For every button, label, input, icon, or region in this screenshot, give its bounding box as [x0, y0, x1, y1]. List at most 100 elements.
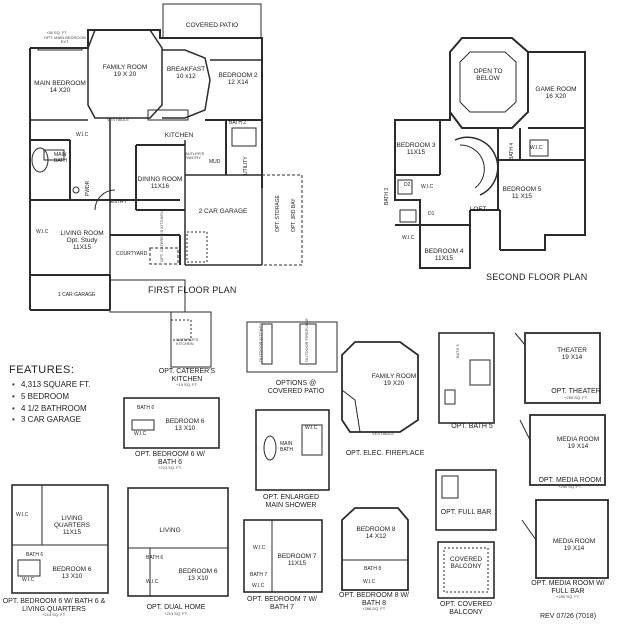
kitchen-label: KITCHEN [164, 132, 194, 139]
media-full-bar-name: MEDIA ROOM [552, 538, 596, 545]
second-floor-wic-label: W.I.C [530, 145, 543, 151]
bedroom6-bath6-caption-text: OPT. BEDROOM 6 W/ BATH 6 [135, 451, 206, 466]
dual-home-living: LIVING [159, 527, 181, 534]
utility-label: UTILITY [243, 156, 249, 175]
living-quarters-bedroom6: BEDROOM 6 13 X10 [52, 566, 91, 580]
game-room-name: GAME ROOM [535, 86, 577, 93]
pwdr-label: PWDR [85, 180, 91, 196]
dual-home-bath6: BATH 6 [146, 555, 164, 561]
covered-balcony-label: COVERED BALCONY [448, 556, 484, 570]
opt-bedroom6-wic: W.I.C [134, 431, 147, 437]
dual-home-note: +213 SQ. FT. [164, 610, 188, 616]
elec-fireplace-room-size: 19 X20 [383, 380, 405, 388]
media-full-bar-size: 19 X14 [563, 545, 585, 553]
media-room-note: +250 SQ. FT. [558, 483, 582, 489]
elec-fireplace-caption: OPT. ELEC. FIREPLACE [345, 450, 425, 457]
breakfast-name: BREAKFAST [166, 66, 206, 73]
media-room-name: MEDIA ROOM [556, 436, 600, 443]
dining-room-label: DINING ROOM 11X16 [138, 176, 183, 190]
bedroom2-label: BEDROOM 2 12 X14 [218, 72, 257, 86]
first-floor-wic-label: W.I.C [76, 132, 89, 138]
living-quarters-size: 11X15 [62, 529, 82, 537]
bedroom7-wic: W.I.C [253, 545, 266, 551]
feature-item: 4 1/2 BATHROOM [12, 404, 90, 414]
opt-bedroom6-size: 13 X10 [174, 425, 196, 433]
d2-label: D2 [404, 182, 411, 188]
caterers-kitchen-label: CATERER'S KITCHEN [176, 337, 199, 347]
enlarged-shower-wic: W.I.C [305, 425, 318, 431]
revision-label: REV 07/26 (7018) [540, 613, 597, 620]
game-room-label: GAME ROOM 16 X20 [535, 86, 576, 100]
caterers-kitchen-caption-text: OPT. CATERER'S KITCHEN [158, 368, 216, 383]
dual-home-caption: OPT. DUAL HOME +213 SQ. FT. [147, 604, 206, 616]
bedroom2-size: 12 X14 [227, 79, 249, 87]
caterers-kitchen-note: +19 SQ. FT. [176, 382, 198, 388]
open-to-below-label: OPEN TO BELOW [473, 68, 503, 82]
bedroom8-bath8: BATH 8 [364, 566, 382, 572]
bedroom4-label: BEDROOM 4 11X15 [424, 248, 463, 262]
covered-balcony-caption: OPT. COVERED BALCONY [439, 601, 493, 616]
bedroom7-size: 11X15 [287, 560, 307, 568]
vestibule-label: VESTIBULE [107, 117, 130, 122]
media-room-caption-text: OPT. MEDIA ROOM [538, 477, 602, 484]
dining-room-size: 11X16 [150, 183, 170, 191]
bedroom7-name: BEDROOM 7 [277, 553, 317, 560]
dual-home-bedroom6-name: BEDROOM 6 [178, 568, 218, 575]
theater-size: 19 X14 [561, 354, 583, 362]
bedroom2-name: BEDROOM 2 [218, 72, 258, 79]
media-room-caption: OPT. MEDIA ROOM +250 SQ. FT. [538, 477, 601, 489]
living-quarters-caption-text: OPT. BEDROOM 6 W/ BATH 6 & LIVING QUARTE… [2, 598, 106, 613]
bedroom7-wic2: W.I.C [252, 583, 265, 589]
feature-item: 5 BEDROOM [12, 392, 90, 402]
elec-fireplace-family-room: FAMILY ROOM 19 X20 [372, 373, 417, 387]
media-full-bar-label: MEDIA ROOM 19 X14 [553, 538, 595, 552]
living-room-size: 11X15 [72, 244, 92, 252]
bedroom8-note: +286 SQ. FT. [362, 606, 386, 612]
theater-caption: OPT. THEATER +250 SQ. FT. [551, 388, 601, 400]
courtyard-label: COURTYARD [116, 251, 148, 257]
living-quarters-wic2: W.I.C [22, 577, 35, 583]
theater-caption-text: OPT. THEATER [551, 388, 601, 395]
bath4-label: BATH 4 [509, 142, 515, 160]
opt-bedroom6-label: BEDROOM 6 13 X10 [165, 418, 204, 432]
theater-name: THEATER [557, 347, 587, 354]
living-room-sub: Opt. Study [66, 237, 98, 245]
covered-patio-label: COVERED PATIO [185, 22, 239, 29]
opt-bath6-label: BATH 6 [137, 405, 155, 411]
full-bar-caption: OPT. FULL BAR [440, 509, 492, 516]
bedroom4-name: BEDROOM 4 [424, 248, 464, 255]
family-room-size: 19 X 20 [113, 71, 137, 79]
living-quarters-label: LIVING QUARTERS 11X15 [52, 515, 92, 536]
bench-note: +36 SQ. FT. [46, 30, 68, 35]
living-quarters-bedroom6-size: 13 X10 [61, 573, 83, 581]
elec-fireplace-vestibule: VESTIBULE [372, 431, 395, 436]
enlarged-shower-caption: OPT. ENLARGED MAIN SHOWER [262, 494, 319, 509]
dual-home-bedroom6-size: 13 X10 [187, 575, 209, 583]
bedroom7-bath7: BATH 7 [250, 572, 268, 578]
opt-storage-label: OPT. STORAGE [275, 195, 281, 232]
loft-label: LOFT [469, 206, 487, 213]
main-bedroom-ext-note: OPT. MAIN BEDROOM EXT. [44, 35, 86, 45]
bedroom5-size: 11 X15 [511, 193, 533, 201]
mud-label: MUD [209, 159, 221, 165]
bedroom6-bath6-caption: OPT. BEDROOM 6 W/ BATH 6 +213 SQ. FT. [135, 451, 205, 471]
second-floor-wic2-label: W.I.C [421, 184, 434, 190]
two-car-garage-label: 2 CAR GARAGE [198, 208, 248, 215]
media-room-size: 19 X14 [567, 443, 589, 451]
butlers-pantry-label: BUTLER'S PANTRY [185, 151, 205, 161]
living-quarters-name: LIVING QUARTERS [54, 515, 90, 530]
bedroom7-label: BEDROOM 7 11X15 [277, 553, 316, 567]
living-quarters-wic: W.I.C [16, 512, 29, 518]
open-to-below-text: OPEN TO BELOW [473, 68, 503, 83]
media-room-label: MEDIA ROOM 19 X14 [557, 436, 599, 450]
living-quarters-caption: OPT. BEDROOM 6 W/ BATH 6 & LIVING QUARTE… [2, 598, 106, 618]
features-title: FEATURES: [9, 364, 75, 376]
bedroom8-caption: OPT. BEDROOM 8 W/ BATH 8 +286 SQ. FT. [339, 592, 409, 612]
main-bedroom-label: MAIN BEDROOM 14 X20 [34, 80, 86, 94]
bedroom3-label: BEDROOM 3 11X15 [396, 142, 435, 156]
bedroom6-bath6-note: +213 SQ. FT. [158, 465, 182, 471]
elec-fireplace-room-name: FAMILY ROOM [371, 373, 417, 380]
bedroom8-name: BEDROOM 8 [356, 526, 396, 533]
dual-home-bedroom6: BEDROOM 6 13 X10 [178, 568, 217, 582]
